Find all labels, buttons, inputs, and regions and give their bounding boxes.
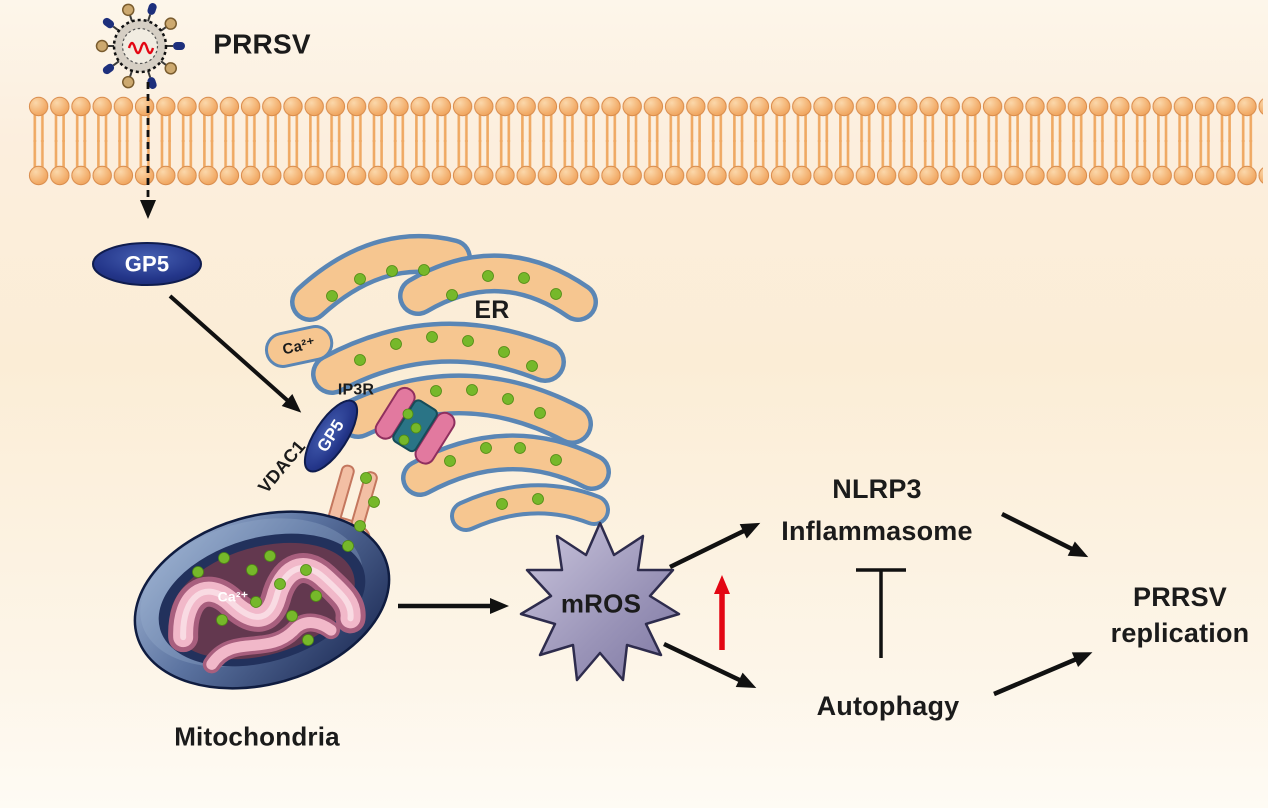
virus-icon <box>95 3 185 89</box>
viral-rna-icon <box>127 41 155 55</box>
arrow-autophagy-to-replication <box>993 652 1093 697</box>
mros-starburst <box>519 521 681 682</box>
gp5-ellipse-membrane <box>92 242 202 286</box>
gp5-membrane-label: GP5 <box>124 251 170 277</box>
arrow-mros-to-nlrp3 <box>669 522 761 570</box>
nlrp3-label-line2: Inflammasome <box>781 515 973 546</box>
mito-calcium-label: Ca²⁺ <box>217 588 249 605</box>
mros-label: mROS <box>560 588 642 619</box>
gp5-ellipse-mam <box>303 399 359 473</box>
ip3r-label: IP3R <box>337 381 375 399</box>
autophagy-label: Autophagy <box>816 690 960 721</box>
prrsv-replication-label-line2: replication <box>1110 617 1250 648</box>
inhibition-bar-autophagy-nlrp3 <box>856 568 906 658</box>
calcium-dots <box>192 264 562 646</box>
plasma-membrane <box>28 96 1263 186</box>
er-calcium-vesicle <box>264 325 334 368</box>
nlrp3-label-line1: NLRP3 <box>832 473 922 504</box>
mitochondria-label: Mitochondria <box>174 721 340 752</box>
prrsv-replication-label-line1: PRRSV <box>1132 581 1228 612</box>
arrow-nlrp3-to-replication <box>1000 511 1089 558</box>
arrow-gp5-to-mam <box>168 294 302 413</box>
virus-label: PRRSV <box>213 28 311 60</box>
arrow-mros-to-autophagy <box>663 641 757 689</box>
er-label: ER <box>474 295 510 324</box>
